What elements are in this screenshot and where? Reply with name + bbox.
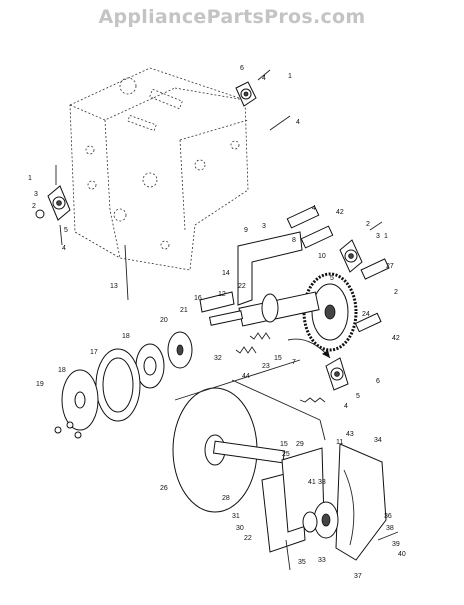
- callout: 42: [392, 335, 400, 342]
- callout: 4: [312, 205, 316, 212]
- callout: 25: [282, 451, 290, 458]
- callout: 19: [36, 381, 44, 388]
- callout: 32: [214, 355, 222, 362]
- callout: 17: [90, 349, 98, 356]
- callout: 2: [394, 289, 398, 296]
- pivot-bracket: [199, 231, 303, 313]
- callout: 22: [244, 535, 252, 542]
- callout: 37: [354, 573, 362, 580]
- callout: 3: [376, 233, 380, 240]
- bearing-flange-left: [35, 185, 71, 221]
- callout: 39: [392, 541, 400, 548]
- callout: 31: [232, 513, 240, 520]
- callout: 40: [398, 551, 406, 558]
- spacer-tubes: [286, 205, 390, 333]
- callout: 11: [336, 439, 343, 446]
- callout: 21: [180, 307, 188, 314]
- callout: 33: [318, 557, 326, 564]
- washers: [54, 421, 82, 439]
- callout: 5: [330, 275, 334, 282]
- callout: 35: [298, 559, 306, 566]
- callout: 18: [58, 367, 66, 374]
- callout: 23: [262, 363, 270, 370]
- callout: 2: [32, 203, 36, 210]
- callout: 22: [238, 283, 246, 290]
- callout: 3: [262, 223, 266, 230]
- callout: 3: [34, 191, 38, 198]
- lower-bracket: [261, 447, 325, 571]
- hub-assembly: [135, 331, 193, 389]
- callout: 1: [288, 73, 292, 80]
- callout: 43: [346, 431, 354, 438]
- callout: 18: [122, 333, 130, 340]
- callout: 8: [292, 237, 296, 244]
- rods-and-springs: [174, 332, 326, 441]
- lower-gear-hub: [302, 501, 339, 539]
- callout: 5: [356, 393, 360, 400]
- frame-housing: [69, 67, 249, 271]
- callout: 41: [308, 479, 316, 486]
- callout: 1: [28, 175, 32, 182]
- callout: 29: [296, 441, 304, 448]
- callout-labels: 1 6 4 4 1 3 2 5 4 13 14 9 3 8 10 4 42 2 …: [28, 65, 406, 580]
- callout: 44: [242, 373, 250, 380]
- callout: 4: [344, 403, 348, 410]
- bearing-flange-right: [339, 239, 363, 273]
- callout: 12: [218, 291, 226, 298]
- callout: 33: [318, 479, 326, 486]
- callout: 6: [240, 65, 244, 72]
- callout: 34: [374, 437, 382, 444]
- bearing-flange-top: [235, 81, 257, 107]
- friction-ring: [95, 348, 141, 422]
- callout: 38: [386, 525, 394, 532]
- worm-shaft: [208, 291, 320, 327]
- callout: 28: [222, 495, 230, 502]
- callout: 16: [194, 295, 202, 302]
- callout: 4: [296, 119, 300, 126]
- callout: 27: [386, 263, 394, 270]
- callout: 10: [318, 253, 326, 260]
- callout: 9: [244, 227, 248, 234]
- callout: 5: [64, 227, 68, 234]
- drive-plate: [61, 369, 99, 431]
- callout: 42: [336, 209, 344, 216]
- watermark: AppliancePartsPros.com: [98, 6, 366, 28]
- callout: 36: [384, 513, 392, 520]
- callout: 13: [110, 283, 118, 290]
- callout: 4: [262, 75, 266, 82]
- callout: 4: [62, 245, 66, 252]
- callout: 30: [236, 525, 244, 532]
- callout: 15: [274, 355, 282, 362]
- callout: 1: [384, 233, 388, 240]
- callout: 26: [160, 485, 168, 492]
- callout: 20: [160, 317, 168, 324]
- callout: 2: [366, 221, 370, 228]
- bearing-flange-lower: [325, 357, 349, 391]
- callout: 24: [362, 311, 370, 318]
- arrow-pointer: [287, 338, 331, 359]
- callout: 15: [280, 441, 288, 448]
- callout: 7: [292, 359, 296, 366]
- drive-gear: [302, 272, 358, 352]
- callout: 14: [222, 270, 230, 277]
- impeller-housing-plate: [335, 443, 387, 561]
- friction-disc: [172, 387, 286, 513]
- callout: 6: [376, 378, 380, 385]
